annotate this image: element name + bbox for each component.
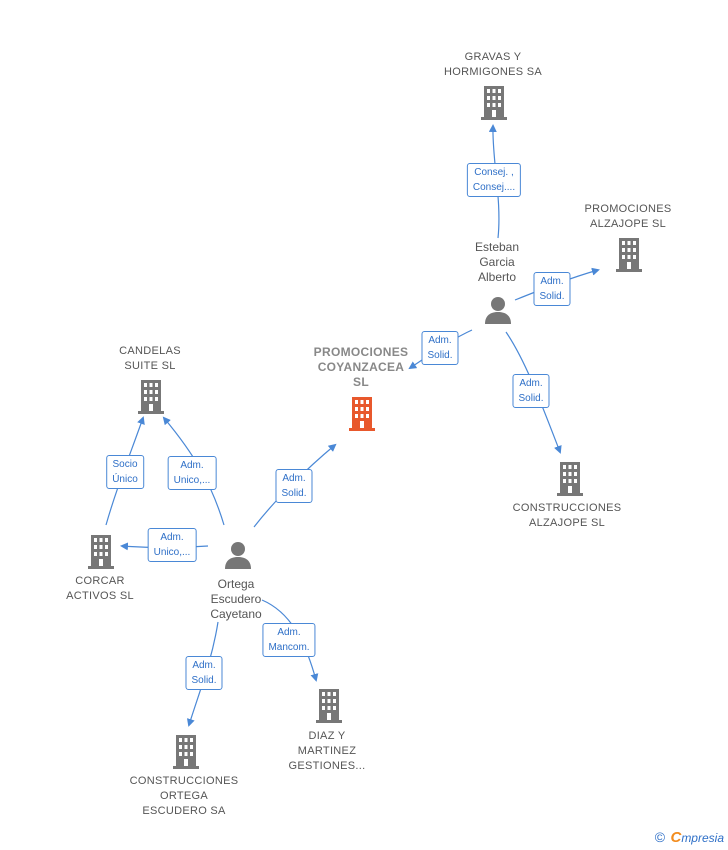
edge-label-ortega-diaz[interactable]: Adm. Mancom. xyxy=(262,623,316,657)
edge-label-corcar-candelas[interactable]: Socio Único xyxy=(106,455,144,489)
edge-label-esteban-coyanzacea[interactable]: Adm. Solid. xyxy=(421,331,459,365)
main-building-icon[interactable] xyxy=(347,397,377,431)
person-label-ortega[interactable]: Ortega Escudero Cayetano xyxy=(210,577,262,621)
edge-label-esteban-construcciones-alzajope[interactable]: Adm. Solid. xyxy=(512,374,550,408)
building-icon[interactable] xyxy=(136,380,166,414)
company-label-promociones-alzajope[interactable]: PROMOCIONES ALZAJOPE SL xyxy=(584,203,672,230)
edge-label-ortega-candelas[interactable]: Adm. Unico,... xyxy=(167,456,217,490)
company-label-promociones-coyanzacea[interactable]: PROMOCIONES COYANZACEA SL xyxy=(313,345,409,389)
person-icon[interactable] xyxy=(484,296,512,324)
company-label-construcciones-alzajope[interactable]: CONSTRUCCIONES ALZAJOPE SL xyxy=(512,502,622,529)
company-label-gravas[interactable]: GRAVAS Y HORMIGONES SA xyxy=(443,51,543,78)
building-icon[interactable] xyxy=(555,462,585,496)
copyright-icon: © xyxy=(654,829,666,845)
edge-label-ortega-corcar[interactable]: Adm. Unico,... xyxy=(147,528,197,562)
edge-label-ortega-construcciones-ortega[interactable]: Adm. Solid. xyxy=(185,656,223,690)
edge-label-ortega-coyanzacea[interactable]: Adm. Solid. xyxy=(275,469,313,503)
company-label-corcar[interactable]: CORCAR ACTIVOS SL xyxy=(66,575,134,602)
building-icon[interactable] xyxy=(479,86,509,120)
person-label-esteban[interactable]: Esteban Garcia Alberto xyxy=(474,240,520,284)
person-icon[interactable] xyxy=(224,541,252,569)
building-icon[interactable] xyxy=(171,735,201,769)
company-label-diaz[interactable]: DIAZ Y MARTINEZ GESTIONES... xyxy=(288,730,366,772)
brand-logo: Cmpresia xyxy=(670,829,724,846)
building-icon[interactable] xyxy=(86,535,116,569)
edge-label-esteban-gravas[interactable]: Consej. , Consej.... xyxy=(466,163,522,197)
edge-label-esteban-promociones-alzajope[interactable]: Adm. Solid. xyxy=(533,272,571,306)
company-label-candelas[interactable]: CANDELAS SUITE SL xyxy=(119,345,181,372)
building-icon[interactable] xyxy=(614,238,644,272)
building-icon[interactable] xyxy=(314,689,344,723)
company-label-construcciones-ortega[interactable]: CONSTRUCCIONES ORTEGA ESCUDERO SA xyxy=(129,775,239,817)
empresia-watermark[interactable]: © Cmpresia xyxy=(655,829,724,846)
